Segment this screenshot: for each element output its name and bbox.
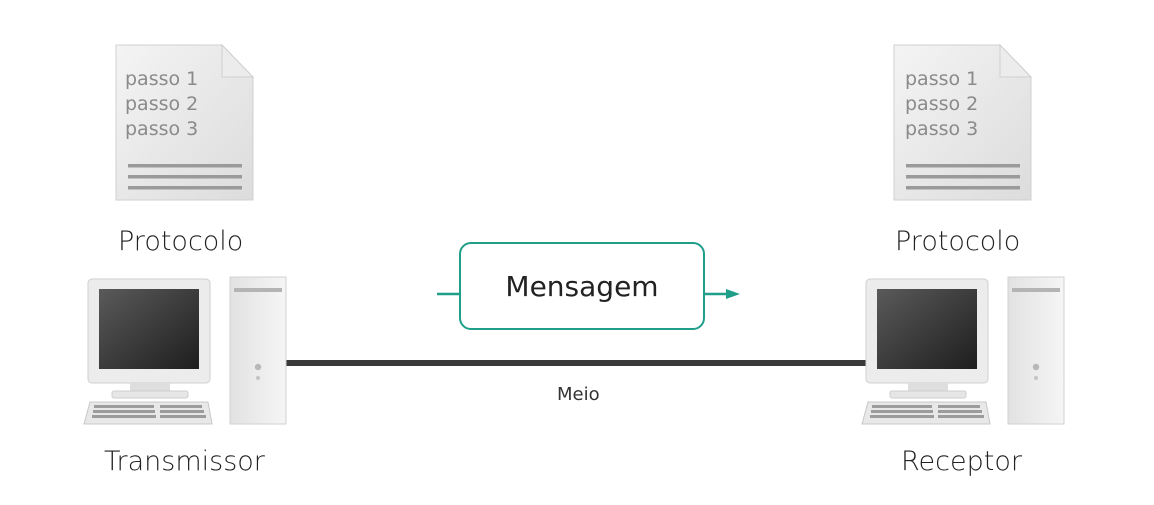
protocol-step: passo 3 — [905, 118, 979, 140]
protocol-step: passo 2 — [125, 93, 199, 115]
protocol-label-sender: Protocolo — [118, 226, 244, 257]
document-icon — [115, 43, 255, 201]
receiver-label: Receptor — [901, 446, 1022, 477]
message-label: Mensagem — [505, 269, 659, 303]
medium-label: Meio — [557, 384, 600, 405]
sender-label: Transmissor — [104, 446, 265, 477]
medium-line — [284, 360, 866, 366]
computer-icon — [83, 276, 287, 425]
message-box: Mensagem — [459, 242, 705, 330]
protocol-step: passo 3 — [125, 118, 199, 140]
computer-icon — [861, 276, 1065, 425]
arrow-right-icon — [705, 289, 740, 299]
protocol-step: passo 2 — [905, 93, 979, 115]
protocol-label-receiver: Protocolo — [895, 226, 1021, 257]
protocol-steps-receiver: passo 1 passo 2 passo 3 — [905, 67, 978, 142]
protocol-step: passo 1 — [905, 68, 979, 90]
document-icon — [893, 43, 1033, 201]
protocol-step: passo 1 — [125, 68, 199, 90]
protocol-steps-sender: passo 1 passo 2 passo 3 — [125, 67, 198, 142]
